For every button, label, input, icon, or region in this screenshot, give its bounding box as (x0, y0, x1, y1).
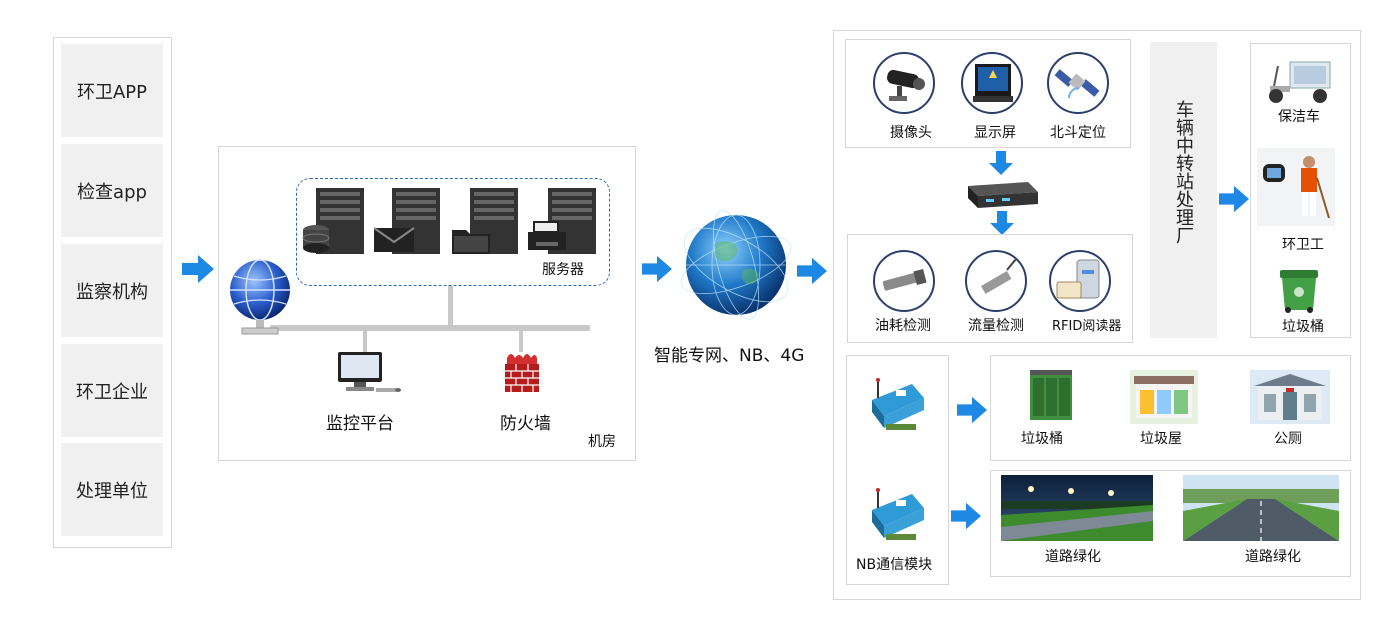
sanitation-worker-icon (1257, 148, 1335, 226)
sanitation-worker-label: 环卫工 (1282, 237, 1324, 253)
mail-server-icon (373, 188, 440, 254)
road-greening-label-2: 道路绿化 (1245, 549, 1301, 565)
arrow-right-icon (642, 255, 672, 283)
beidou-device[interactable] (1047, 52, 1109, 114)
cleaning-vehicle-label: 保洁车 (1278, 109, 1320, 125)
trash-bin-label: 垃圾桶 (1282, 319, 1324, 335)
rfid-reader-icon (1056, 259, 1100, 299)
firewall-link-line (519, 330, 523, 352)
smart-bin-icon (1030, 370, 1072, 420)
monitor-computer-icon (338, 352, 401, 392)
client-item-inspection-app[interactable]: 检查app (61, 144, 163, 237)
nb-module-label: NB通信模块 (856, 557, 933, 573)
fuel-sensor-icon (882, 268, 927, 291)
camera-label: 摄像头 (890, 125, 932, 141)
file-server-icon (452, 188, 518, 254)
facility-bin-label: 垃圾桶 (1021, 431, 1063, 447)
trash-house-icon (1130, 370, 1198, 424)
firewall-label: 防火墙 (500, 414, 551, 434)
network-label: 智能专网、NB、4G (654, 346, 805, 366)
arrow-down-icon (989, 151, 1013, 175)
nb-module-icon (872, 488, 924, 540)
fuel-sensor-label: 油耗检测 (875, 318, 931, 334)
monitor-link-line (363, 330, 367, 352)
server-link-line (448, 286, 453, 326)
firewall-icon (505, 354, 539, 392)
public-toilet-icon (1250, 370, 1330, 424)
arrow-right-icon (797, 257, 827, 285)
facility-toilet-label: 公厕 (1274, 431, 1302, 447)
transfer-station-panel (1150, 42, 1217, 338)
client-item-enterprise[interactable]: 环卫企业 (61, 344, 163, 437)
arrow-right-icon (1219, 185, 1249, 213)
network-bus-line (270, 325, 590, 331)
display-label: 显示屏 (974, 125, 1016, 141)
machine-room-label: 机房 (588, 434, 616, 450)
server-group (296, 178, 610, 286)
globe-router-icon (230, 259, 290, 335)
flow-sensor-device[interactable] (965, 250, 1027, 312)
monitor-platform-label: 监控平台 (326, 414, 394, 434)
print-server-icon (528, 188, 596, 254)
facility-house-label: 垃圾屋 (1140, 431, 1182, 447)
flow-sensor-label: 流量检测 (968, 318, 1024, 334)
arrow-right-icon (182, 255, 214, 283)
rfid-reader-label: RFID阅读器 (1052, 319, 1122, 334)
arrow-right-icon (957, 396, 987, 424)
rfid-reader-device[interactable] (1049, 250, 1111, 312)
network-globe-icon (680, 210, 792, 320)
fuel-sensor-device[interactable] (873, 250, 935, 312)
flow-sensor-icon (981, 255, 1020, 294)
road-greening-image (1001, 475, 1153, 541)
arrow-down-icon (990, 211, 1014, 235)
vehicle-terminal-icon (968, 182, 1038, 208)
display-screen-icon (973, 64, 1013, 102)
trash-bin-icon (1280, 270, 1318, 313)
satellite-icon (1054, 69, 1100, 99)
road-greening-label-1: 道路绿化 (1045, 549, 1101, 565)
transfer-station-label: 车辆中转站处理厂 (1173, 100, 1194, 244)
display-device[interactable] (961, 52, 1023, 114)
servers-label: 服务器 (542, 262, 584, 278)
client-item-supervision[interactable]: 监察机构 (61, 244, 163, 337)
arrow-right-icon (951, 502, 981, 530)
client-item-sanitation-app[interactable]: 环卫APP (61, 44, 163, 137)
client-item-processing[interactable]: 处理单位 (61, 443, 163, 536)
road-greening-image (1183, 475, 1339, 541)
camera-icon (887, 69, 925, 101)
cleaning-vehicle-icon (1269, 61, 1331, 103)
database-server-icon (302, 188, 364, 254)
camera-device[interactable] (873, 52, 935, 114)
beidou-label: 北斗定位 (1050, 125, 1106, 141)
nb-module-icon (872, 378, 924, 430)
